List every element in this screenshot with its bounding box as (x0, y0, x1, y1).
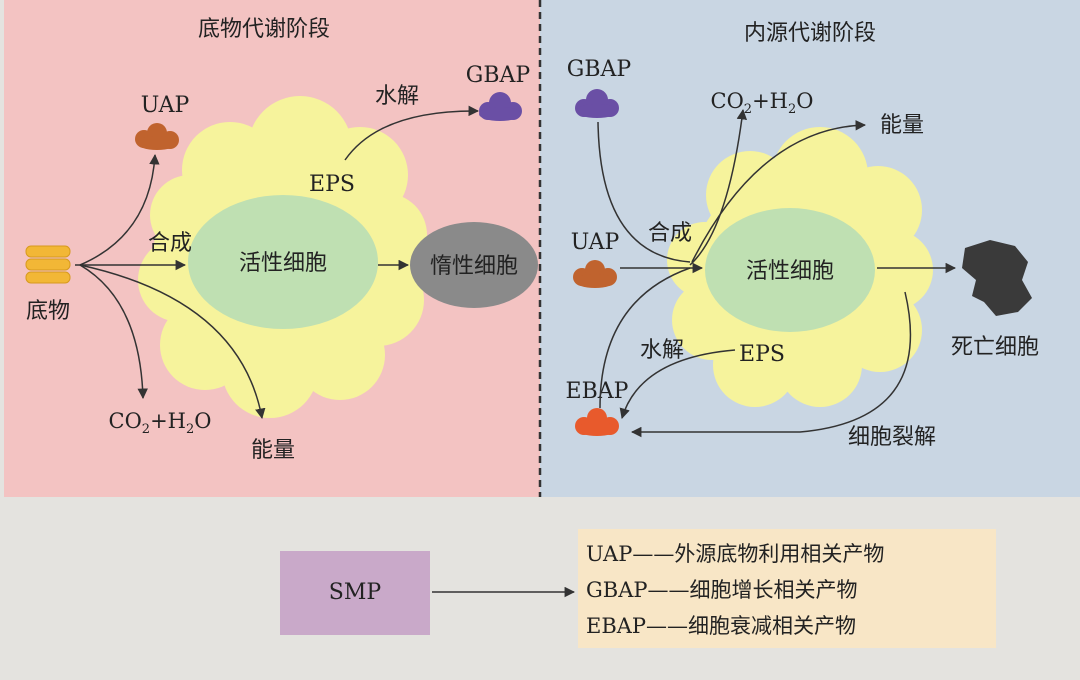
right-co2-h2o-label: CO2+H2O (711, 89, 814, 117)
left-co2-h2o-label: CO2+H2O (109, 409, 212, 437)
right-eps-label: EPS (739, 342, 785, 367)
left-gbap-label: GBAP (466, 63, 531, 88)
arrow-eps-to-ebap (619, 349, 736, 420)
arrow-cell-lysis (630, 291, 912, 438)
right-gbap-label: GBAP (567, 57, 632, 82)
dead-cell-icon (962, 240, 1032, 316)
substrate-label: 底物 (26, 299, 70, 324)
right-gbap-icon (575, 89, 619, 118)
left-uap-icon (135, 123, 179, 150)
legend-line-uap: UAP——外源底物利用相关产物 (586, 542, 884, 566)
left-eps-label: EPS (309, 172, 355, 197)
left-active-cell (188, 195, 378, 329)
legend-line-ebap: EBAP——细胞衰减相关产物 (586, 614, 856, 638)
right-energy-label: 能量 (880, 113, 924, 138)
arrow-gbap-to-cell (597, 121, 691, 263)
left-energy-label: 能量 (251, 438, 295, 463)
legend-line-gbap: GBAP——细胞增长相关产物 (586, 578, 858, 602)
arrow-substrate-to-co2 (79, 264, 148, 400)
ebap-label: EBAP (566, 379, 629, 404)
right-active-cell (705, 208, 875, 332)
left-active-cell-label: 活性细胞 (239, 251, 327, 276)
smp-label: SMP (329, 580, 382, 605)
substrate-icon (25, 245, 71, 284)
dead-cell-label: 死亡细胞 (951, 335, 1039, 360)
right-synthesis-label: 合成 (648, 221, 692, 246)
left-synthesis-label: 合成 (148, 231, 192, 256)
left-hydrolysis-label: 水解 (375, 84, 419, 109)
ebap-icon (575, 408, 619, 436)
right-panel-title: 内源代谢阶段 (744, 21, 876, 46)
cell-lysis-label: 细胞裂解 (848, 425, 936, 450)
right-active-cell-label: 活性细胞 (746, 259, 834, 284)
arrow-substrate-to-uap (79, 153, 160, 266)
inert-cell-label: 惰性细胞 (430, 254, 518, 279)
right-uap-label: UAP (571, 230, 620, 255)
left-gbap-icon (479, 92, 522, 121)
arrow-substrate-to-energy (79, 264, 266, 420)
left-uap-label: UAP (141, 93, 190, 118)
arrow-ebap-to-cell (599, 267, 691, 409)
inert-cell (410, 222, 538, 308)
smp-box (280, 551, 430, 635)
right-uap-icon (573, 260, 617, 288)
arrow-to-energy (691, 120, 867, 263)
arrow-to-co2 (689, 108, 748, 266)
legend-box (578, 529, 996, 648)
left-panel-title: 底物代谢阶段 (198, 17, 330, 42)
right-hydrolysis-label: 水解 (640, 338, 684, 363)
arrow-eps-to-gbap (344, 105, 480, 161)
